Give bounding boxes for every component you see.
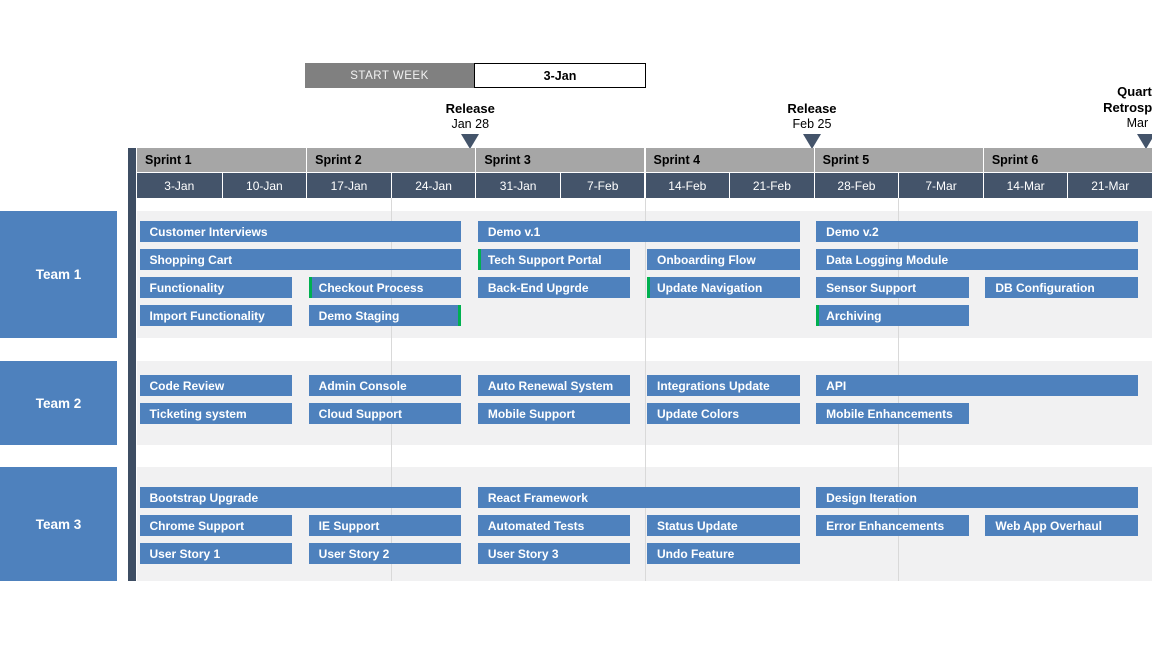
task-bar[interactable]: DB Configuration — [985, 277, 1138, 298]
week-cell: 14-Mar — [983, 173, 1068, 198]
milestone-date: Jan 28 — [451, 117, 490, 131]
header-left-strip — [128, 148, 136, 581]
task-bar[interactable]: React Framework — [477, 487, 800, 508]
week-cell: 14-Feb — [645, 173, 730, 198]
milestone-date: Mar 25 — [1126, 116, 1152, 130]
task-bar[interactable]: Web App Overhaul — [985, 515, 1138, 536]
task-bar[interactable]: Demo v.2 — [816, 221, 1138, 242]
task-bar[interactable]: Shopping Cart — [139, 249, 462, 270]
week-cell: 28-Feb — [814, 173, 899, 198]
task-bar[interactable]: Update Navigation — [647, 277, 800, 298]
task-bar[interactable]: Status Update — [647, 515, 800, 536]
task-bar[interactable]: Update Colors — [647, 403, 800, 424]
week-cell: 24-Jan — [391, 173, 476, 198]
progress-marker-icon — [308, 277, 312, 298]
week-cell: 31-Jan — [476, 173, 560, 198]
task-bar[interactable]: Error Enhancements — [816, 515, 969, 536]
task-bar[interactable]: Chrome Support — [139, 515, 293, 536]
task-bar[interactable]: Data Logging Module — [816, 249, 1138, 270]
task-bar[interactable]: Admin Console — [308, 375, 462, 396]
progress-marker-icon — [647, 277, 650, 298]
task-bar[interactable]: Tech Support Portal — [477, 249, 631, 270]
start-week-label: START WEEK — [305, 63, 474, 88]
task-bar[interactable]: API — [816, 375, 1138, 396]
week-cell: 7-Feb — [560, 173, 645, 198]
week-cell: 21-Feb — [730, 173, 814, 198]
task-bar[interactable]: Onboarding Flow — [647, 249, 800, 270]
milestone-date: Feb 25 — [792, 117, 832, 131]
task-bar[interactable]: Customer Interviews — [139, 221, 462, 242]
task-bar[interactable]: Cloud Support — [308, 403, 462, 424]
task-bar[interactable]: Sensor Support — [816, 277, 969, 298]
progress-marker-icon — [816, 305, 820, 326]
week-cell: 17-Jan — [307, 173, 391, 198]
week-cell: 7-Mar — [899, 173, 983, 198]
sprint-cell: Sprint 6 — [983, 148, 1152, 172]
task-bar[interactable]: Code Review — [139, 375, 293, 396]
task-bar[interactable]: Demo v.1 — [477, 221, 800, 242]
task-bar[interactable]: IE Support — [308, 515, 462, 536]
task-bar[interactable]: Mobile Enhancements — [816, 403, 969, 424]
milestone: Quarterly RetrospectiveMar 25 — [1086, 84, 1152, 131]
task-bar[interactable]: Archiving — [816, 305, 969, 326]
sprint-cell: Sprint 4 — [645, 148, 814, 172]
task-bar[interactable]: Automated Tests — [477, 515, 631, 536]
task-bar[interactable]: User Story 3 — [477, 543, 631, 564]
gridline — [644, 198, 646, 581]
task-bar[interactable]: Import Functionality — [139, 305, 293, 326]
task-bar[interactable]: Mobile Support — [477, 403, 631, 424]
sprint-cell: Sprint 3 — [476, 148, 645, 172]
team-label: Team 1 — [0, 211, 117, 338]
task-bar[interactable]: User Story 1 — [139, 543, 293, 564]
team-label: Team 3 — [0, 467, 117, 581]
task-bar[interactable]: Auto Renewal System — [477, 375, 631, 396]
sprint-cell: Sprint 1 — [137, 148, 307, 172]
team-label: Team 2 — [0, 361, 117, 445]
task-bar[interactable]: Functionality — [139, 277, 293, 298]
task-bar[interactable]: Undo Feature — [647, 543, 800, 564]
sprint-cell: Sprint 5 — [814, 148, 983, 172]
progress-marker-icon — [458, 305, 462, 326]
task-bar[interactable]: Ticketing system — [139, 403, 293, 424]
task-bar[interactable]: Design Iteration — [816, 487, 1138, 508]
milestone-title: Release — [445, 101, 495, 116]
sprint-cell: Sprint 2 — [307, 148, 476, 172]
task-bar[interactable]: Demo Staging — [308, 305, 462, 326]
task-bar[interactable]: Bootstrap Upgrade — [139, 487, 462, 508]
progress-marker-icon — [477, 249, 481, 270]
week-cell: 21-Mar — [1068, 173, 1152, 198]
week-cell: 3-Jan — [137, 173, 222, 198]
milestone-triangle-icon — [461, 134, 480, 149]
task-bar[interactable]: Back-End Upgrde — [477, 277, 631, 298]
start-week-value[interactable]: 3-Jan — [474, 63, 646, 88]
milestone-title: Quarterly Retrospective — [1103, 84, 1152, 115]
week-cell: 10-Jan — [222, 173, 307, 198]
task-bar[interactable]: Checkout Process — [308, 277, 462, 298]
milestone-title: Release — [787, 101, 837, 116]
milestone-triangle-icon — [802, 134, 821, 149]
task-bar[interactable]: Integrations Update — [647, 375, 800, 396]
milestone-triangle-icon — [1137, 134, 1152, 149]
task-bar[interactable]: User Story 2 — [308, 543, 462, 564]
